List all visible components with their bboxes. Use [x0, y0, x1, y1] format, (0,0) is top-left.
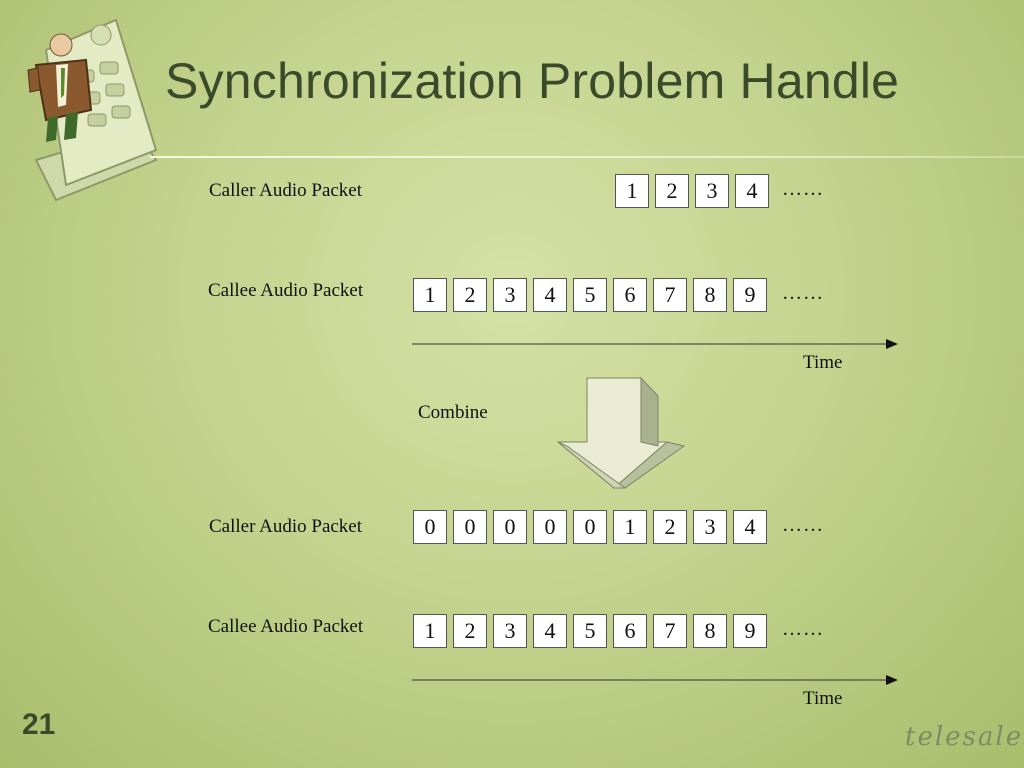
- packet-box: 0: [573, 510, 607, 544]
- title-divider: [150, 156, 1024, 158]
- packet-box: 2: [453, 614, 487, 648]
- packet-box: 3: [493, 278, 527, 312]
- slide-title: Synchronization Problem Handle: [165, 53, 900, 109]
- after-callee-ellipsis: ……: [782, 618, 824, 640]
- packet-box: 2: [653, 510, 687, 544]
- packet-box: 6: [613, 278, 647, 312]
- packet-box: 9: [733, 278, 767, 312]
- after-callee-label: Callee Audio Packet: [208, 616, 364, 637]
- before-caller-label: Caller Audio Packet: [209, 180, 363, 201]
- packet-box: 5: [573, 614, 607, 648]
- packet-box: 6: [613, 614, 647, 648]
- packet-box: 3: [693, 510, 727, 544]
- before-callee-label: Callee Audio Packet: [208, 280, 364, 301]
- after-callee-packets: 1 2 3 4 5 6 7 8 9: [413, 614, 767, 648]
- packet-box: 4: [533, 614, 567, 648]
- packet-box: 3: [493, 614, 527, 648]
- packet-box: 4: [533, 278, 567, 312]
- after-caller-label: Caller Audio Packet: [209, 516, 363, 537]
- packet-box: 7: [653, 278, 687, 312]
- packet-box: 1: [613, 510, 647, 544]
- packet-box: 2: [453, 278, 487, 312]
- before-caller-packets: 1 2 3 4: [615, 174, 769, 208]
- packet-box: 3: [695, 174, 729, 208]
- packet-box: 1: [615, 174, 649, 208]
- after-caller-packets: 0 0 0 0 0 1 2 3 4: [413, 510, 767, 544]
- packet-box: 8: [693, 278, 727, 312]
- packet-box: 1: [413, 278, 447, 312]
- after-time-label: Time: [803, 688, 843, 709]
- packet-box: 9: [733, 614, 767, 648]
- phone-person-clipart-icon: [27, 18, 158, 202]
- before-time-label: Time: [803, 352, 843, 373]
- after-caller-ellipsis: ……: [782, 514, 824, 536]
- before-callee-packets: 1 2 3 4 5 6 7 8 9: [413, 278, 767, 312]
- brand-logo: telesales: [905, 722, 1024, 752]
- packet-box: 2: [655, 174, 689, 208]
- packet-box: 0: [453, 510, 487, 544]
- combine-down-arrow-icon: [556, 376, 686, 489]
- combine-label: Combine: [418, 402, 488, 423]
- packet-box: 5: [573, 278, 607, 312]
- packet-box: 8: [693, 614, 727, 648]
- slide-number: 21: [22, 708, 56, 741]
- packet-box: 7: [653, 614, 687, 648]
- before-caller-ellipsis: ……: [782, 178, 824, 200]
- packet-box: 4: [733, 510, 767, 544]
- before-callee-ellipsis: ……: [782, 282, 824, 304]
- packet-box: 0: [533, 510, 567, 544]
- after-time-axis-arrow: [412, 675, 898, 685]
- packet-box: 0: [413, 510, 447, 544]
- packet-box: 4: [735, 174, 769, 208]
- before-time-axis-arrow: [412, 339, 898, 349]
- packet-box: 0: [493, 510, 527, 544]
- packet-box: 1: [413, 614, 447, 648]
